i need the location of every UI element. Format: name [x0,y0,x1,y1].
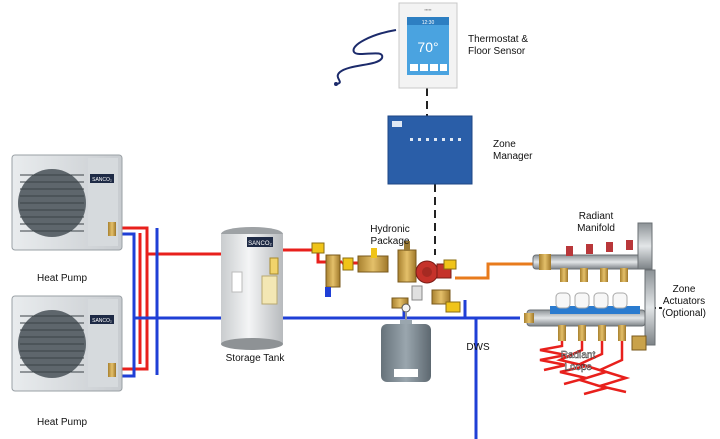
label-line: Radiant [561,350,596,361]
label-line: Actuators [663,296,705,307]
supply-to-manifold-pipe [455,262,533,280]
storage-tank-logo: SANCO₂ [248,241,272,247]
label-dws: DWS [466,342,490,353]
label-line: Package [371,236,410,247]
label-thermostat: Thermostat &Floor Sensor [468,34,528,57]
heat-pump-top: SANCO₂ [11,154,123,251]
heat-pump-top-logo: SANCO₂ [92,177,112,183]
storage-tank: SANCO₂ [221,227,283,350]
label-line: Manager [493,151,533,162]
label-line: Floor Sensor [468,46,526,57]
label-line: Hydronic [370,224,409,235]
radiant-manifold-supply [532,222,656,346]
expansion-tank [381,312,431,382]
label-line: Radiant [579,211,614,222]
label-heat-pump-bottom: Heat Pump [37,417,87,428]
thermostat-time: 12:30 [422,20,435,26]
radiant-loops [539,341,631,396]
heat-pump-bottom: SANCO₂ [11,295,123,392]
label-line: Zone [493,139,516,150]
label-line: Manifold [577,223,615,234]
zone-manager [387,115,473,185]
label-line: (Optional) [662,308,706,319]
radiant-manifold-return [524,292,647,351]
hydronic-package [311,241,461,313]
floor-sensor-cable-icon [336,29,397,85]
thermostat-temperature: 70° [417,39,438,55]
label-line: Thermostat & [468,34,528,45]
svg-text:▪▪▪▪▪: ▪▪▪▪▪ [424,7,432,12]
label-line: Loops [564,362,591,373]
label-heat-pump-top: Heat Pump [37,273,87,284]
label-storage-tank: Storage Tank [226,353,286,364]
thermostat: ▪▪▪▪▪ 12:30 70° [398,2,458,89]
heat-pump-bottom-logo: SANCO₂ [92,318,112,324]
cold-return-pipes [122,228,520,439]
label-line: Zone [673,284,696,295]
